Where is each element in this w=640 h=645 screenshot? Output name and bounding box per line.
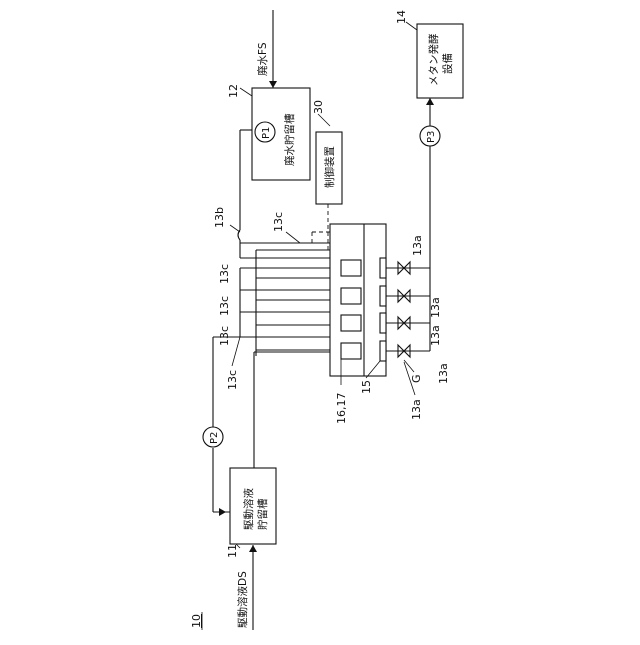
ref-G: G (410, 374, 423, 383)
ref-11: 11 (226, 544, 239, 558)
sensor-1 (380, 258, 386, 278)
ref-16-17: 16,17 (335, 393, 348, 425)
ref-13c-2: 13c (218, 264, 231, 284)
ref-14: 14 (395, 10, 408, 24)
wastewater-inlet-line (269, 10, 277, 88)
ref-30: 30 (312, 100, 325, 114)
methane-fermentation-facility (417, 24, 463, 98)
methane-facility-label-2: 設備 (441, 53, 454, 74)
wastewater-inlet-label: 廃水FS (256, 42, 269, 76)
draw-solution-tank-label-2: 貯留槽 (256, 498, 269, 530)
sensor-4 (380, 341, 386, 361)
ref-13a-2: 13a (429, 297, 442, 318)
ref-13b: 13b (213, 207, 226, 228)
ref-13c-4: 13c (218, 326, 231, 346)
ref-13a-5: 13a (410, 399, 423, 420)
draw-solution-inlet-label: 駆動溶液DS (236, 571, 249, 628)
ref-13a-1: 13a (411, 235, 424, 256)
ref-13c-5: 13c (226, 370, 239, 390)
ref-13c-3: 13c (218, 296, 231, 316)
ref-13a-4: 13a (437, 363, 450, 384)
membrane-module-2 (341, 288, 361, 304)
methane-facility-label-1: メタン発酵 (427, 33, 440, 86)
ref-15: 15 (360, 380, 373, 394)
membrane-module-1 (341, 260, 361, 276)
membrane-module-4 (341, 343, 361, 359)
pump-p2-label: P2 (209, 432, 220, 444)
system-ref-10: 10 (190, 614, 203, 628)
draw-solution-inlet-line (249, 545, 257, 630)
draw-solution-manifold (240, 250, 330, 356)
ref-13c-1: 13c (272, 212, 285, 232)
draw-solution-tank-label-1: 駆動溶液 (242, 488, 255, 530)
wastewater-tank-label: 廃水貯留槽 (283, 113, 296, 166)
pump-p3-label: P3 (426, 131, 437, 143)
membrane-module-3 (341, 315, 361, 331)
ref-13a-3: 13a (429, 325, 442, 346)
methane-supply-line (426, 98, 434, 126)
pump-p1-label: P1 (261, 127, 272, 139)
controller-label: 制御装置 (323, 146, 336, 188)
valves (398, 262, 410, 357)
sensor-2 (380, 286, 386, 306)
sensor-3 (380, 313, 386, 333)
ref-12: 12 (227, 84, 240, 98)
